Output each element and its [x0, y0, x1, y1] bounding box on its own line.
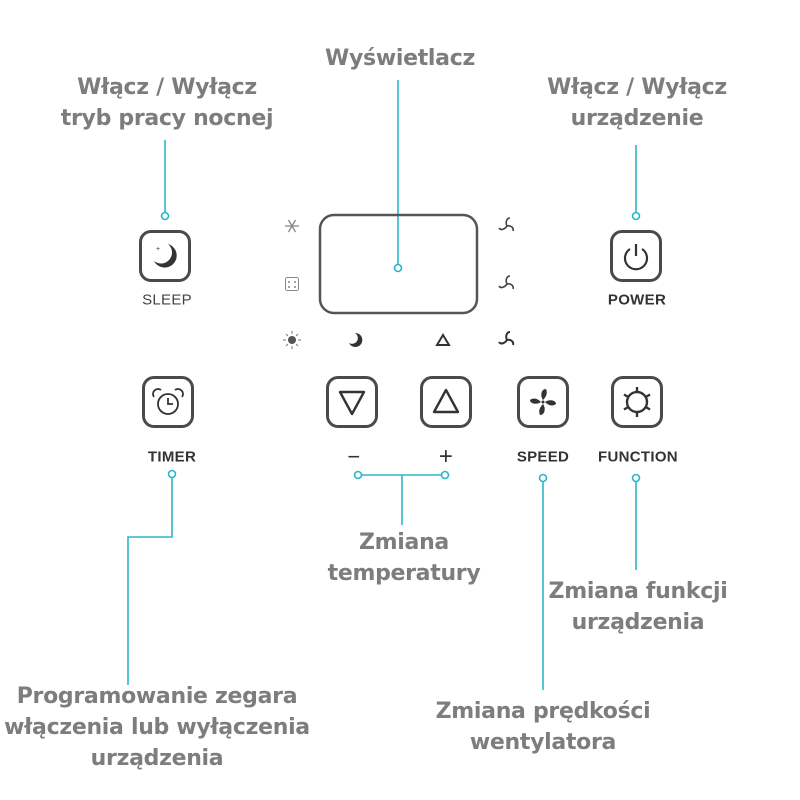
caption-line: Zmiana	[359, 530, 449, 555]
caption-speed: Zmiana prędkości wentylatora	[436, 696, 651, 758]
caption-line: temperatury	[327, 561, 481, 586]
alarm-clock-icon	[152, 388, 184, 415]
display-leader-dot	[393, 263, 403, 273]
svg-text:+: +	[156, 246, 160, 253]
timer-label: TIMER	[147, 448, 197, 466]
fan-low-icon	[498, 331, 515, 346]
caption-line: Zmiana prędkości	[435, 699, 651, 724]
caption-line: Włącz / Wyłącz	[547, 75, 727, 100]
dehumidify-icon	[285, 277, 299, 291]
caption-line: wentylatora	[469, 730, 617, 755]
moon-icon: +	[154, 244, 177, 268]
speed-button[interactable]	[517, 376, 569, 428]
caption-display: Wyświetlacz	[325, 43, 475, 74]
function-gear-icon	[623, 387, 651, 417]
fan-medium-icon	[498, 275, 514, 290]
fan-high-icon	[498, 217, 514, 232]
speed-label: SPEED	[516, 448, 570, 466]
caption-line: urządzenie	[570, 106, 704, 131]
sleep-label: SLEEP	[142, 291, 192, 309]
function-button[interactable]	[611, 376, 663, 428]
caption-line: Zmiana funkcji	[548, 579, 728, 604]
caption-timer: Programowanie zegara włączenia lub wyłąc…	[4, 681, 310, 774]
caption-function: Zmiana funkcji urządzenia	[549, 576, 728, 638]
auto-mode-icon	[435, 333, 451, 346]
triangle-down-icon	[338, 390, 366, 416]
timer-button[interactable]	[142, 376, 194, 428]
caption-line: tryb pracy nocnej	[60, 106, 274, 131]
caption-line: Programowanie zegara	[16, 684, 298, 709]
snowflake-icon	[285, 219, 299, 233]
sleep-button[interactable]: +	[139, 230, 191, 282]
caption-line: urządzenia	[90, 746, 224, 771]
temperature-up-button[interactable]	[420, 376, 472, 428]
caption-temperature: Zmiana temperatury	[328, 527, 481, 589]
minus-label: −	[347, 444, 361, 469]
moon-icon	[349, 332, 363, 347]
caption-line: Wyświetlacz	[325, 46, 475, 71]
function-label: FUNCTION	[598, 448, 678, 466]
power-label: POWER	[607, 291, 667, 309]
caption-line: urządzenia	[571, 610, 705, 635]
caption-power: Włącz / Wyłącz urządzenie	[547, 72, 727, 134]
power-button[interactable]	[610, 230, 662, 282]
power-icon	[623, 244, 649, 271]
plus-label: +	[438, 443, 454, 470]
caption-line: włączenia lub wyłączenia	[4, 715, 310, 740]
caption-line: Włącz / Wyłącz	[77, 75, 257, 100]
caption-sleep: Włącz / Wyłącz tryb pracy nocnej	[60, 72, 274, 134]
timer-leader	[127, 478, 173, 685]
triangle-up-icon	[432, 388, 460, 414]
sun-icon	[283, 331, 301, 349]
temperature-down-button[interactable]	[326, 376, 378, 428]
display-screen	[318, 213, 479, 315]
fan-icon	[530, 389, 556, 415]
